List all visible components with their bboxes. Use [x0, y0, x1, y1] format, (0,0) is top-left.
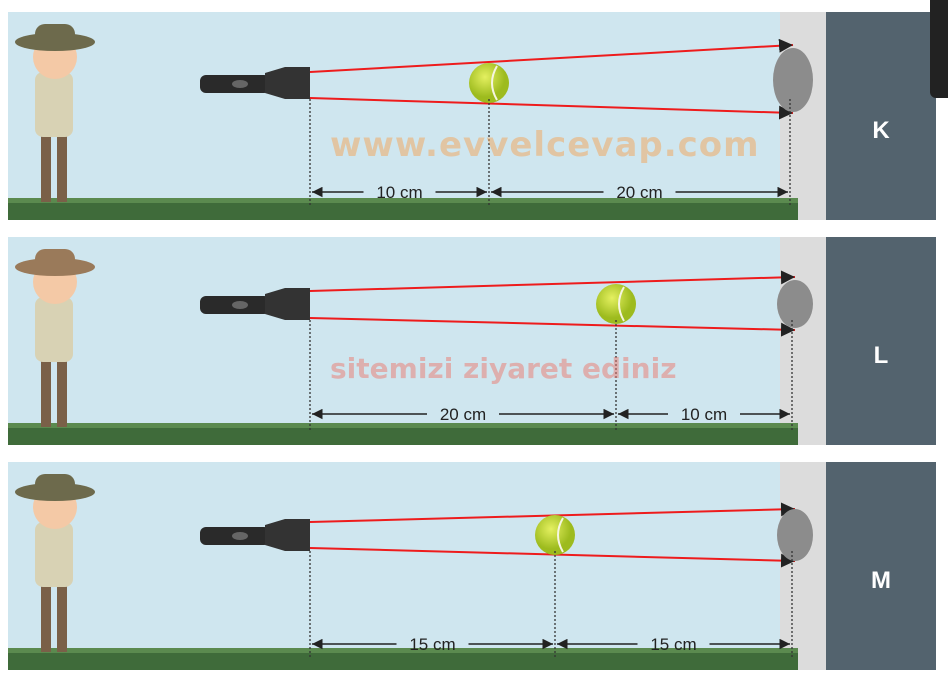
distance-ball-to-wall: 20 cm — [616, 183, 662, 202]
distance-ball-to-wall: 10 cm — [681, 405, 727, 424]
child-body — [35, 297, 73, 362]
panel-m: 15 cm 15 cm M — [8, 462, 936, 670]
panel-label: L — [874, 342, 889, 369]
child-body — [35, 72, 73, 137]
distance-ball-to-wall: 15 cm — [650, 635, 696, 654]
light-beam-top — [309, 38, 794, 73]
flashlight-head — [265, 519, 310, 551]
child-leg — [41, 357, 51, 427]
grass-top — [8, 198, 798, 203]
wall-panel — [826, 12, 936, 220]
distance-flashlight-to-ball: 20 cm — [440, 405, 486, 424]
distance-flashlight-to-ball: 10 cm — [376, 183, 422, 202]
tennis-ball-seam — [557, 517, 564, 553]
grass — [8, 425, 798, 445]
panel-label: K — [872, 117, 890, 144]
light-beam-bottom — [309, 317, 796, 337]
sky-background — [8, 237, 783, 445]
panel-k: 10 cm 20 cm K — [8, 12, 936, 220]
wall-panel — [826, 237, 936, 445]
tennis-ball-seam — [491, 65, 498, 101]
child-hat — [35, 474, 75, 494]
tennis-ball-seam — [618, 286, 625, 322]
window-corner — [930, 0, 948, 98]
tennis-ball — [535, 515, 575, 555]
child-leg — [41, 582, 51, 652]
ball-shadow — [773, 48, 813, 112]
flashlight-head — [265, 288, 310, 320]
flashlight-switch — [232, 301, 248, 309]
tennis-ball — [469, 63, 509, 103]
sky-background — [8, 12, 783, 220]
child-leg — [57, 582, 67, 652]
screen-wall — [780, 462, 826, 670]
screen-wall — [780, 12, 826, 220]
child-body — [35, 522, 73, 587]
child-hat — [35, 249, 75, 269]
grass — [8, 200, 798, 220]
tennis-ball — [596, 284, 636, 324]
panel-label: M — [871, 567, 891, 594]
distance-flashlight-to-ball: 15 cm — [409, 635, 455, 654]
grass — [8, 650, 798, 670]
panel-l: 20 cm 10 cm L — [8, 237, 936, 445]
wall-panel — [826, 462, 936, 670]
sky-background — [8, 462, 783, 670]
ball-shadow — [777, 509, 813, 561]
flashlight-switch — [232, 532, 248, 540]
flashlight-switch — [232, 80, 248, 88]
grass-top — [8, 648, 798, 653]
flashlight-head — [265, 67, 310, 99]
light-beam-bottom — [309, 97, 794, 120]
grass-top — [8, 423, 798, 428]
child-hat — [35, 24, 75, 44]
child-leg — [57, 357, 67, 427]
child-leg — [57, 132, 67, 202]
light-beam-top — [309, 270, 796, 292]
child-leg — [41, 132, 51, 202]
ball-shadow — [777, 280, 813, 328]
